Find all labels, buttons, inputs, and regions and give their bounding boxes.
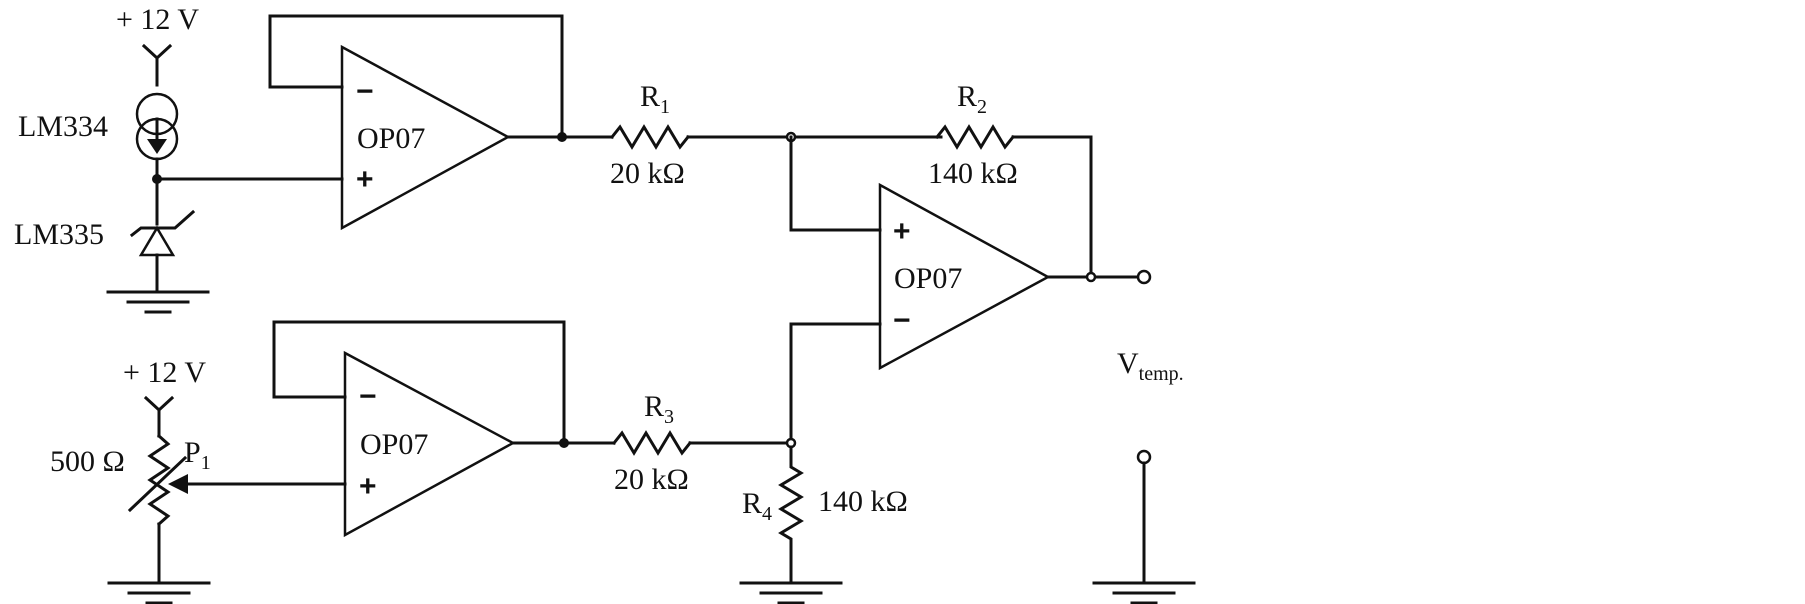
wire-to-diffamp-minus	[789, 322, 882, 445]
node-circle	[1085, 271, 1097, 283]
ground-symbol	[739, 581, 843, 604]
lm334-label: LM334	[18, 110, 108, 143]
opamp-buffer-top: − + OP07	[340, 44, 511, 231]
plus-sign: +	[893, 215, 911, 248]
r1-value: 20 kΩ	[610, 157, 685, 190]
opamp-difference: + − OP07	[878, 182, 1051, 371]
ground-symbol	[107, 581, 211, 604]
feedback-wire-top	[268, 14, 564, 139]
feedback-wire-bottom	[272, 320, 566, 445]
current-arrow-icon	[147, 139, 167, 154]
minus-sign: −	[356, 75, 374, 108]
resistor-r2: R2 140 kΩ	[928, 80, 1018, 190]
junction-dot	[559, 438, 569, 448]
output-ground-terminal	[1136, 449, 1152, 465]
output-label: Vtemp.	[1117, 347, 1184, 385]
pot-name: P1	[184, 436, 211, 474]
junction-dot	[557, 132, 567, 142]
r3-value: 20 kΩ	[614, 463, 689, 496]
top-supply-label: + 12 V	[116, 3, 199, 36]
r2-name: R2	[957, 80, 987, 118]
ground-symbol	[1092, 581, 1196, 604]
resistor-r1: R1 20 kΩ	[609, 80, 691, 190]
plus-sign: +	[356, 163, 374, 196]
resistor-r4: R4 140 kΩ	[742, 445, 908, 585]
output-terminal	[1136, 269, 1152, 285]
bottom-supply-symbol: + 12 V	[123, 356, 206, 438]
opamp-buffer-bottom: − + OP07	[343, 350, 516, 538]
lm335-zener-sensor: LM335	[14, 209, 196, 294]
bottom-supply-label: + 12 V	[123, 356, 206, 389]
opamp-model-label: OP07	[357, 122, 425, 155]
lm334-current-source: LM334	[18, 92, 179, 161]
r4-name: R4	[742, 487, 772, 525]
potentiometer-p1: 500 Ω P1	[50, 433, 211, 527]
wiper-arrow-icon	[168, 474, 188, 494]
pot-value: 500 Ω	[50, 445, 125, 478]
r1-name: R1	[640, 80, 670, 118]
r3-name: R3	[644, 390, 674, 428]
resistor-r3: R3 20 kΩ	[611, 390, 693, 496]
minus-sign: −	[893, 304, 911, 337]
opamp-model-label: OP07	[894, 262, 962, 295]
opamp-model-label: OP07	[360, 428, 428, 461]
top-supply-symbol: + 12 V	[116, 3, 199, 87]
r4-value: 140 kΩ	[818, 485, 908, 518]
wire-to-diffamp-plus	[789, 135, 882, 232]
minus-sign: −	[359, 380, 377, 413]
plus-sign: +	[359, 470, 377, 503]
ground-symbol	[106, 290, 210, 314]
r2-value: 140 kΩ	[928, 157, 1018, 190]
lm335-label: LM335	[14, 218, 104, 251]
